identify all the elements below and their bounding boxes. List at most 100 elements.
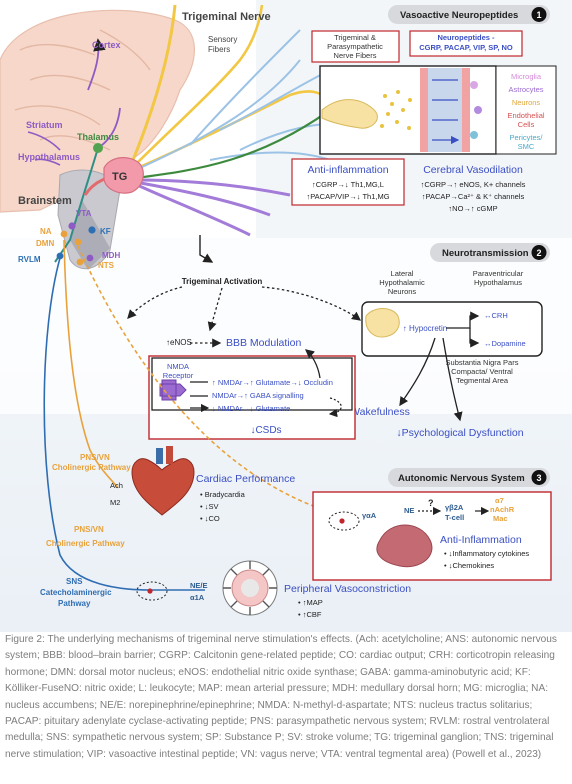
vasodilation-line2: ↑PACAP→Ca²⁺ & K⁺ channels	[422, 192, 525, 201]
a1a-label: α1A	[190, 593, 205, 602]
pns-vn-pathway-2	[77, 245, 331, 513]
b2a-line1: γβ2A	[445, 503, 464, 512]
label-thalamus: Thalamus	[77, 132, 119, 142]
substantia-line3: Tegmental Area	[456, 376, 509, 385]
ans-anti-inflammation-title: Anti-Inflammation	[440, 534, 522, 546]
bbb-label: BBB Modulation	[226, 337, 301, 349]
vessel-wall-right	[462, 68, 470, 152]
figure-caption: Figure 2: The underlying mechanisms of t…	[5, 634, 557, 760]
label-vta: VTA	[76, 209, 92, 218]
label-nts: NTS	[98, 261, 115, 270]
label-striatum: Striatum	[26, 120, 63, 130]
section-3-header: Autonomic Nervous System 3	[388, 468, 550, 487]
section-3-title: Autonomic Nervous System	[398, 473, 525, 484]
legend-neurons: Neurons	[512, 98, 541, 107]
trigeminal-activation-label: Trigeminal Activation	[182, 277, 263, 286]
label-trigeminal-nerve: Trigeminal Nerve	[182, 11, 271, 23]
psych-label: ↓Psychological Dysfunction	[396, 427, 523, 439]
vessel-wall-left	[420, 68, 428, 152]
substantia-line1: Substantia Nigra Pars	[446, 358, 519, 367]
enos-label: ↑eNOS	[166, 338, 192, 347]
vasodilation-title: Cerebral Vasodilation	[423, 164, 523, 176]
label-na: NA	[40, 227, 52, 236]
neuropeptides-box	[409, 30, 523, 57]
question-label: ?	[428, 498, 434, 508]
label-cortex: Cortex	[92, 40, 121, 50]
paraventricular-line2: Hypothalamus	[474, 278, 522, 287]
nmda-line1: NMDA	[167, 362, 189, 371]
vasodilation-line1: ↑CGRP→↑ eNOS, K+ channels	[421, 180, 526, 189]
thalamus-node	[93, 143, 103, 153]
legend-pericytes-2: SMC	[518, 142, 535, 151]
na-node	[60, 230, 68, 238]
fibers-box	[311, 30, 400, 63]
anti-inflammation-line1: ↑CGRP→↓ Th1,MG,L	[312, 180, 384, 189]
b2a-line2: T-cell	[445, 513, 464, 522]
label-kf: KF	[100, 227, 111, 236]
section-1-number: 1	[536, 10, 541, 20]
csds-label: ↓CSDs	[250, 425, 281, 436]
crh-label: ↔CRH	[484, 311, 508, 320]
a7-line3: Mac	[493, 514, 508, 523]
ans-anti-item-1: • ↓Inflammatory cytokines	[444, 549, 529, 558]
dmn-node	[74, 238, 82, 246]
section-2-header: Neurotransmission 2	[430, 243, 550, 262]
neuropeptides-line1: Neuropeptides -	[437, 33, 495, 42]
nmda-effect2: NMDAr→↑ GABA signalling	[212, 391, 304, 400]
anti-inflammation-title: Anti-inflammation	[307, 164, 388, 176]
anti-inflammation-box	[291, 158, 405, 206]
peripheral-item-1: • ↑MAP	[298, 598, 323, 607]
kf-node	[88, 226, 96, 234]
ach-label: Ach	[110, 481, 123, 490]
anti-inflammation-line2: ↑PACAP/VIP→↓ Th1,MG	[306, 192, 389, 201]
section-1-header: Vasoactive Neuropeptides 1	[388, 5, 550, 24]
vasodilation-line3: ↑NO→↑ cGMP	[448, 204, 497, 213]
lateral-line3: Neurons	[388, 287, 417, 296]
section-3-number: 3	[536, 473, 541, 483]
wakefulness-label: Wakefulness	[350, 406, 410, 418]
ya-label: γαA	[362, 511, 377, 520]
fibers-box-line1: Trigeminal &	[334, 33, 376, 42]
spleen-box	[312, 491, 552, 581]
fibers-box-line3: Nerve Fibers	[334, 51, 377, 60]
pns-vn-2b: Cholinergic Pathway	[46, 539, 125, 548]
label-dmn: DMN	[36, 239, 54, 248]
label-brainstem: Brainstem	[18, 195, 72, 207]
pns-vn-2a: PNS/VN	[74, 525, 104, 534]
nmda-line2: Receptor	[163, 371, 194, 380]
lateral-line1: Lateral	[391, 269, 414, 278]
legend-pericytes-1: Pericytes/	[510, 133, 544, 142]
section-1-title: Vasoactive Neuropeptides	[400, 10, 518, 21]
nts-node	[76, 258, 84, 266]
cardiac-item-3: • ↓CO	[200, 514, 220, 523]
pericyte-cell	[470, 131, 478, 139]
ne-e-label: NE/E	[190, 581, 208, 590]
hypocretin-label: ↑ Hypocretin	[403, 324, 447, 333]
label-sensory-2: Fibers	[208, 45, 230, 54]
label-hypothalamus: Hypothalamus	[18, 152, 80, 162]
sns-line2: Catecholaminergic	[40, 588, 112, 597]
section-2-title: Neurotransmission	[442, 248, 529, 259]
rvlm-node	[56, 252, 64, 260]
trigeminal-ganglion	[103, 157, 144, 194]
mdh-node	[86, 254, 94, 262]
sns-line3: Pathway	[58, 599, 91, 608]
heart-icon	[131, 446, 195, 516]
lateral-line2: Hypothalamic	[379, 278, 425, 287]
ne-label: NE	[404, 506, 414, 515]
vessel-constriction-icon	[222, 560, 278, 616]
dopamine-label: ↔Dopamine	[484, 339, 526, 348]
peripheral-title: Peripheral Vasoconstriction	[284, 583, 411, 595]
pns-vn-pathway-1	[63, 239, 119, 489]
label-rvlm: RVLM	[18, 255, 41, 264]
peripheral-item-2: • ↑CBF	[298, 610, 322, 619]
cardiac-title: Cardiac Performance	[196, 473, 295, 485]
sns-pathway	[43, 257, 205, 591]
section-2-number: 2	[536, 248, 541, 258]
pns-vn-1a: PNS/VN	[80, 453, 110, 462]
ans-anti-item-2: • ↓Chemokines	[444, 561, 494, 570]
vta-node	[68, 222, 76, 230]
neuropeptides-line2: CGRP, PACAP, VIP, SP, NO	[419, 43, 513, 52]
astrocyte-cell	[474, 106, 482, 114]
